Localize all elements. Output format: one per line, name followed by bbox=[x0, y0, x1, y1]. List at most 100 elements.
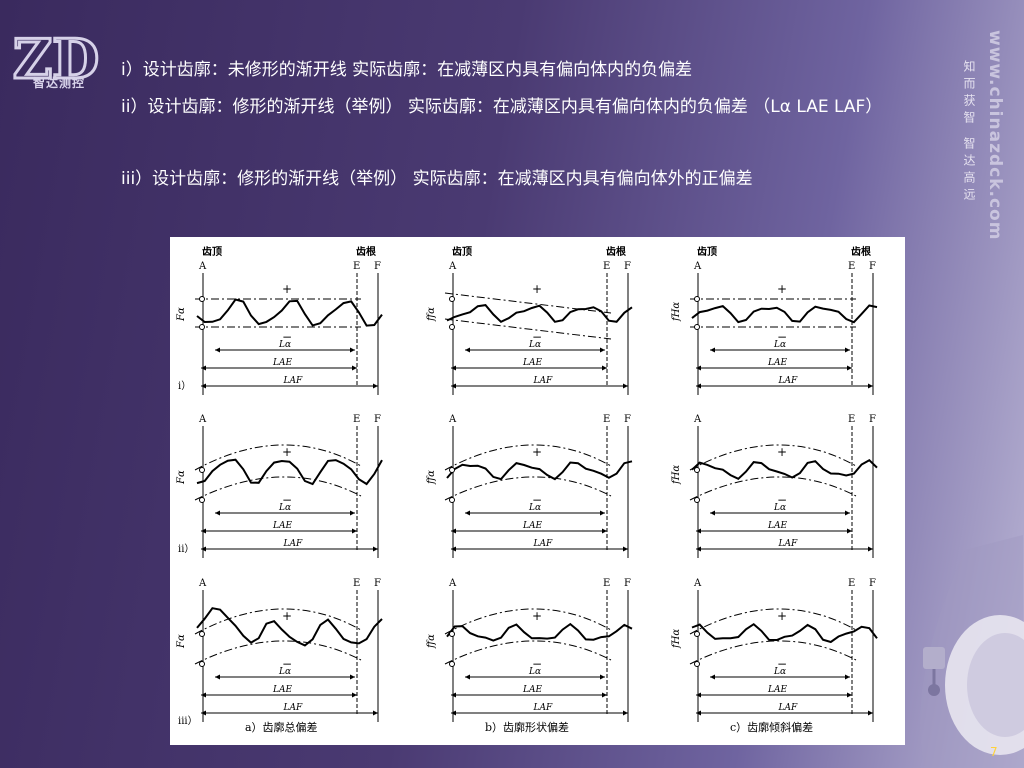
design-upper-limit bbox=[689, 608, 857, 635]
dimension-label: LAE bbox=[522, 358, 542, 368]
root-label: 齿根 bbox=[851, 245, 871, 258]
plus-sign: + bbox=[282, 609, 292, 623]
text-line-2: ii）设计齿廓：修形的渐开线（举例） 实际齿廓：在减薄区内具有偏向体内的负偏差 … bbox=[121, 97, 883, 117]
point-a-label: A bbox=[693, 261, 702, 272]
minus-sign: − bbox=[777, 657, 787, 671]
point-e-label: E bbox=[353, 261, 360, 272]
design-lower-limit bbox=[194, 476, 362, 501]
dimension-label: LAF bbox=[283, 376, 303, 386]
design-lower-limit bbox=[689, 476, 857, 501]
point-f-label: F bbox=[374, 261, 381, 272]
design-upper-limit bbox=[194, 608, 362, 635]
dimension-label: Lα bbox=[278, 667, 291, 677]
minus-sign: − bbox=[532, 493, 542, 507]
dimension-label: LAF bbox=[778, 376, 798, 386]
actual-profile bbox=[196, 607, 383, 647]
deviation-symbol: Fα bbox=[176, 307, 187, 322]
point-a-label: A bbox=[448, 261, 457, 272]
plus-sign: + bbox=[532, 445, 542, 459]
marker-circle bbox=[199, 661, 205, 667]
dimension-label: LAE bbox=[522, 521, 542, 531]
slogan: 知而获智 智达高远 bbox=[962, 60, 976, 205]
actual-profile bbox=[446, 622, 633, 642]
design-upper-limit bbox=[444, 608, 612, 635]
logo-text: 智达测控 bbox=[32, 76, 85, 90]
page-number: 7 bbox=[990, 745, 998, 759]
point-a-label: A bbox=[198, 578, 207, 589]
design-lower-limit bbox=[689, 640, 857, 665]
gear-image bbox=[920, 535, 1024, 768]
marker-circle bbox=[449, 296, 455, 302]
design-lower-limit bbox=[444, 640, 612, 665]
point-f-label: F bbox=[869, 414, 876, 425]
marker-circle bbox=[694, 324, 700, 330]
marker-circle bbox=[449, 661, 455, 667]
plus-sign: + bbox=[282, 282, 292, 296]
dimension-label: LAE bbox=[522, 685, 542, 695]
row-label: iii） bbox=[178, 715, 198, 727]
point-f-label: F bbox=[624, 261, 631, 272]
actual-profile bbox=[196, 298, 383, 327]
point-a-label: A bbox=[198, 414, 207, 425]
column-caption: b）齿廓形状偏差 bbox=[485, 720, 569, 734]
deviation-symbol: ffα bbox=[426, 470, 437, 485]
root-label: 齿根 bbox=[356, 245, 376, 258]
deviation-symbol: ffα bbox=[426, 307, 437, 322]
marker-circle bbox=[694, 296, 700, 302]
point-f-label: F bbox=[624, 578, 631, 589]
deviation-symbol: Fα bbox=[176, 470, 187, 485]
deviation-symbol: fHα bbox=[671, 465, 682, 485]
marker-circle bbox=[449, 324, 455, 330]
dimension-label: Lα bbox=[773, 503, 786, 513]
column-caption: c）齿廓倾斜偏差 bbox=[730, 720, 813, 734]
marker-circle bbox=[199, 631, 205, 637]
point-e-label: E bbox=[353, 578, 360, 589]
plus-sign: + bbox=[777, 445, 787, 459]
dimension-label: LAE bbox=[272, 521, 292, 531]
minus-sign: − bbox=[282, 330, 292, 344]
plus-sign: + bbox=[777, 609, 787, 623]
point-e-label: E bbox=[848, 261, 855, 272]
marker-circle bbox=[199, 324, 205, 330]
row-label: ii） bbox=[178, 543, 194, 555]
minus-sign: − bbox=[777, 493, 787, 507]
marker-circle bbox=[449, 497, 455, 503]
dimension-label: LAE bbox=[767, 358, 787, 368]
row-label: i） bbox=[178, 380, 191, 392]
dimension-label: LAF bbox=[533, 703, 553, 713]
design-lower-limit bbox=[194, 640, 362, 665]
tip-label: 齿顶 bbox=[202, 245, 222, 258]
deviation-symbol: ffα bbox=[426, 634, 437, 649]
text-line-1: i）设计齿廓：未修形的渐开线 实际齿廓：在减薄区内具有偏向体内的负偏差 bbox=[121, 60, 693, 80]
root-label: 齿根 bbox=[606, 245, 626, 258]
plus-sign: + bbox=[532, 609, 542, 623]
plus-sign: + bbox=[532, 282, 542, 296]
point-f-label: F bbox=[374, 578, 381, 589]
marker-circle bbox=[449, 467, 455, 473]
dimension-label: LAF bbox=[533, 539, 553, 549]
point-f-label: F bbox=[624, 414, 631, 425]
dimension-label: Lα bbox=[773, 340, 786, 350]
plus-sign: + bbox=[777, 282, 787, 296]
tip-label: 齿顶 bbox=[697, 245, 717, 258]
dimension-label: Lα bbox=[528, 503, 541, 513]
point-f-label: F bbox=[869, 578, 876, 589]
marker-circle bbox=[199, 467, 205, 473]
design-lower-limit bbox=[444, 476, 612, 501]
logo-mark: ZD bbox=[13, 27, 99, 91]
actual-profile bbox=[446, 460, 633, 481]
point-a-label: A bbox=[448, 414, 457, 425]
point-e-label: E bbox=[848, 578, 855, 589]
website-url: www.chinazdck.com bbox=[985, 30, 1005, 241]
marker-circle bbox=[694, 467, 700, 473]
minus-sign: − bbox=[532, 657, 542, 671]
dimension-label: LAE bbox=[767, 685, 787, 695]
text-line-3: iii）设计齿廓：修形的渐开线（举例） 实际齿廓：在减薄区内具有偏向体外的正偏差 bbox=[121, 169, 753, 189]
dimension-label: LAE bbox=[272, 358, 292, 368]
dimension-label: Lα bbox=[528, 340, 541, 350]
dimension-label: LAF bbox=[283, 703, 303, 713]
marker-circle bbox=[449, 631, 455, 637]
design-upper-limit bbox=[689, 444, 857, 471]
